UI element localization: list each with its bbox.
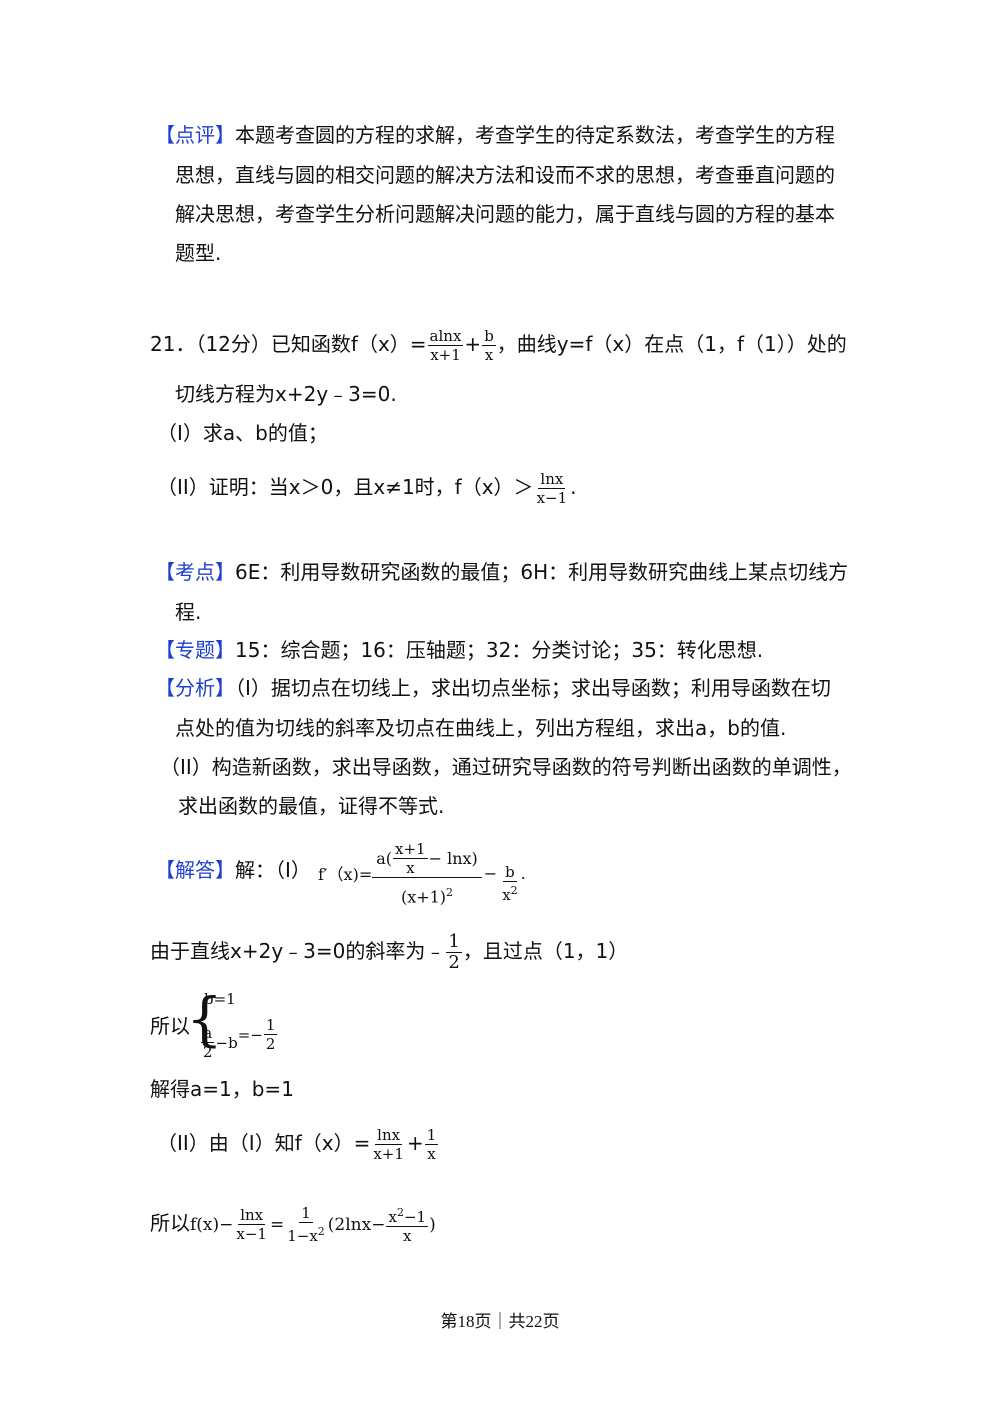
fenxi-tag: 【分析】 [155,676,235,700]
review-line-3: 解决思想，考查学生分析问题解决问题的能力，属于直线与圆的方程的基本 [175,202,835,226]
kaodian-line-2: 程. [175,600,202,624]
jieda-tag: 【解答】 [155,858,235,882]
kaodian-line-1: 【考点】6E：利用导数研究函数的最值；6H：利用导数研究曲线上某点切线方 [155,560,849,584]
zhuanti-tag: 【专题】 [155,638,235,662]
page-footer: 第18页｜共22页 [440,1312,560,1331]
system-brace: { [186,985,223,1053]
problem-21-stem-line-2: 切线方程为x+2y﹣3=0. [175,382,397,406]
fenxi-line-1: 【分析】（I）据切点在切线上，求出切点坐标；求出导函数；利用导函数在切 [155,676,831,700]
zhuanti-line: 【专题】15：综合题；16：压轴题；32：分类讨论；35：转化思想. [155,638,764,662]
fenxi-line-4: 求出函数的最值，证得不等式. [178,794,445,818]
review-line-1: 【点评】本题考查圆的方程的求解，考查学生的待定系数法，考查学生的方程 [155,123,835,147]
problem-21-part-1: （I）求a、b的值； [157,421,328,445]
review-line-4: 题型. [175,241,222,265]
kaodian-tag: 【考点】 [155,560,235,584]
solved-line: 解得a=1，b=1 [150,1077,294,1101]
review-tag: 【点评】 [155,123,235,147]
fenxi-line-3: （II）构造新函数，求出导函数，通过研究导函数的符号判断出函数的单调性， [160,755,852,779]
jieda-line-1: 【解答】解：（I） [155,858,311,882]
fenxi-line-2: 点处的值为切线的斜率及切点在曲线上，列出方程组，求出a，b的值. [175,716,787,740]
suoyi-label: 所以 [150,1014,190,1038]
review-line-2: 思想，直线与圆的相交问题的解决方法和设而不求的思想，考查垂直问题的 [175,163,835,187]
equation-system-1: b=1 [204,990,236,1008]
